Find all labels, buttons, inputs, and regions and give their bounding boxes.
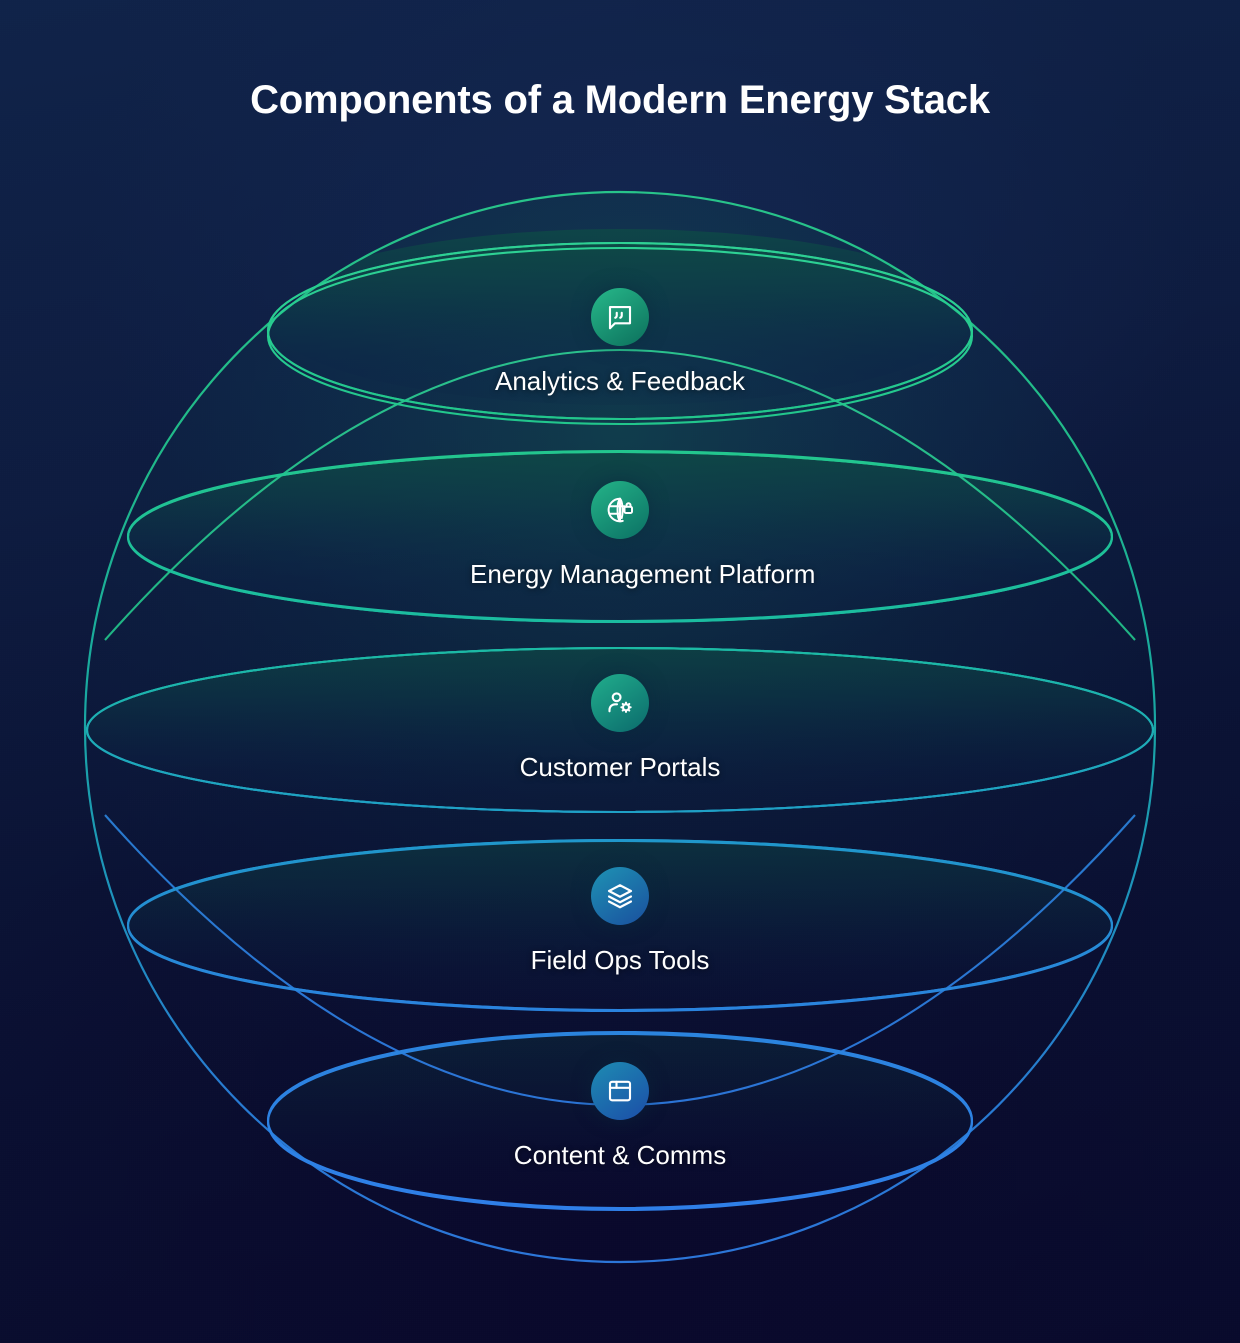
band-rim-bottom (126, 838, 1114, 1012)
message-quote-icon (608, 305, 632, 330)
band-rim-bottom (266, 1032, 974, 1212)
layer-label: Analytics & Feedback (494, 366, 745, 396)
band-rim-bottom (266, 246, 974, 426)
sphere-outline (83, 190, 1157, 1264)
layer-node-content-comms[interactable]: Content & Comms (470, 1062, 770, 1171)
content-comms-badge (591, 1062, 649, 1120)
band-fill (268, 1032, 972, 1210)
band-fill (128, 841, 1112, 1010)
layers-icon (607, 884, 633, 909)
globe-lock-icon (607, 497, 634, 523)
browser-window-icon (608, 1080, 632, 1102)
layer-label: Energy Management Platform (470, 559, 816, 589)
page-title: Components of a Modern Energy Stack (250, 78, 990, 122)
field-ops-tools-badge (591, 867, 649, 925)
layer-label: Field Ops Tools (530, 945, 710, 975)
layer-node-customer-portals[interactable]: Customer Portals (470, 674, 770, 783)
layer-label: Content & Comms (513, 1140, 727, 1170)
layer-node-field-ops-tools[interactable]: Field Ops Tools (470, 867, 770, 976)
latitude-rings-generated (85, 241, 1155, 1212)
analytics-feedback-badge (591, 288, 649, 346)
user-settings-icon (608, 692, 632, 713)
customer-portals-badge (591, 674, 649, 732)
layer-node-energy-management-platform[interactable]: Energy Management Platform (470, 481, 816, 590)
energy-management-platform-badge (591, 481, 649, 539)
layer-label: Customer Portals (519, 752, 721, 782)
layer-node-analytics-feedback[interactable]: Analytics & Feedback (470, 288, 770, 397)
arc-cap-1 (104, 348, 1136, 641)
band-rim-bottom (126, 449, 1114, 623)
band-rim-bottom (85, 646, 1155, 814)
